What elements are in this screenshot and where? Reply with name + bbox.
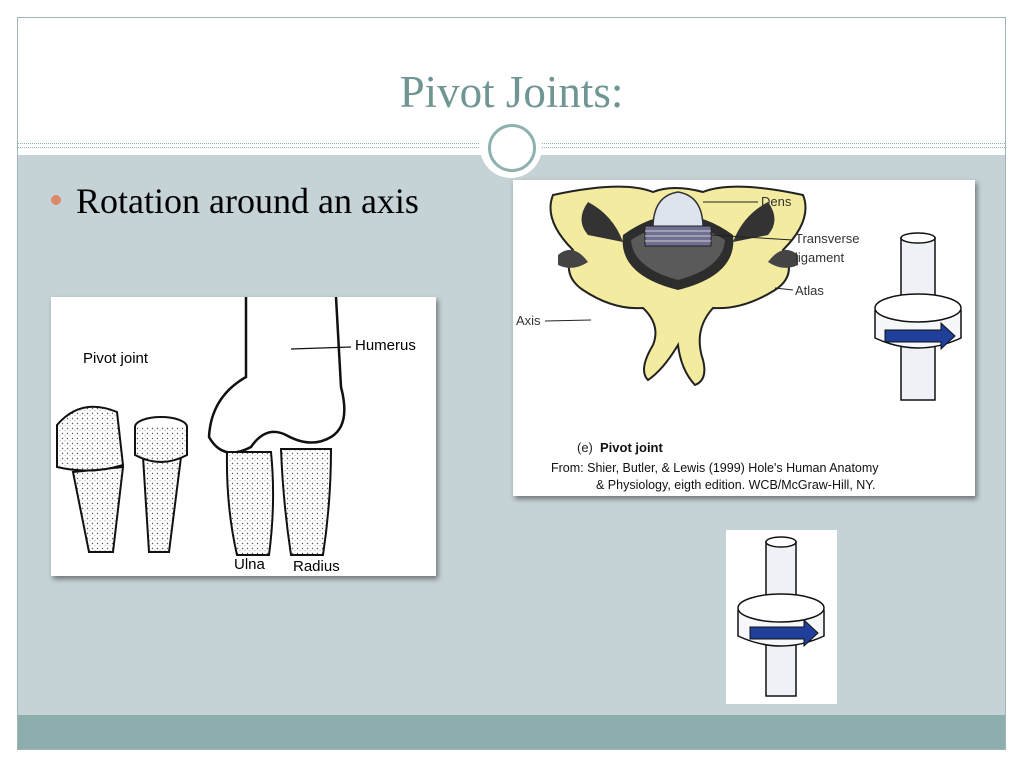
transverse-label: Transverse — [795, 231, 860, 246]
elbow-pivot-figure: Pivot joint Humerus Ulna Radius — [51, 297, 436, 576]
axis-label: Axis — [516, 313, 541, 328]
title-ornament-ring — [488, 124, 536, 172]
ligament-label: ligament — [795, 250, 845, 265]
pivot-model-icon — [874, 232, 962, 401]
pivot-model-large-icon — [737, 536, 825, 697]
dens-icon — [644, 191, 712, 247]
radius-label: Radius — [293, 558, 340, 575]
pivot-joint-label: Pivot joint — [83, 350, 149, 367]
bullet-icon — [51, 195, 61, 205]
pivot-model-figure — [726, 530, 837, 704]
citation-line-2: & Physiology, eigth edition. WCB/McGraw-… — [596, 478, 876, 492]
radius-head-icon — [134, 416, 188, 553]
slide-title: Pivot Joints: — [399, 67, 624, 117]
atlas-leader-line — [774, 287, 794, 291]
elbow-pivot-illustration: Pivot joint Humerus Ulna Radius — [56, 297, 416, 575]
bullet-text: Rotation around an axis — [76, 181, 419, 221]
axis-leader-line — [544, 319, 592, 322]
footer-band — [18, 715, 1005, 749]
humerus-label: Humerus — [355, 337, 416, 354]
atlas-axis-illustration: Dens Transverse ligament Atlas Axis (e) … — [516, 185, 962, 492]
ulna-label: Ulna — [234, 556, 266, 573]
caption-prefix: (e) — [577, 440, 593, 455]
caption-title: Pivot joint — [600, 440, 664, 455]
radial-bone-icon — [56, 405, 125, 553]
humerus-bone-icon — [207, 297, 346, 454]
radius-bone-icon — [279, 448, 333, 556]
citation-line-1: From: Shier, Butler, & Lewis (1999) Hole… — [551, 461, 879, 475]
ulna-bone-icon — [225, 451, 275, 556]
atlas-axis-figure: Dens Transverse ligament Atlas Axis (e) … — [513, 180, 975, 496]
atlas-label: Atlas — [795, 283, 824, 298]
ligament-leader-line — [710, 234, 794, 241]
dens-label: Dens — [761, 194, 792, 209]
humerus-leader-line — [290, 346, 352, 350]
